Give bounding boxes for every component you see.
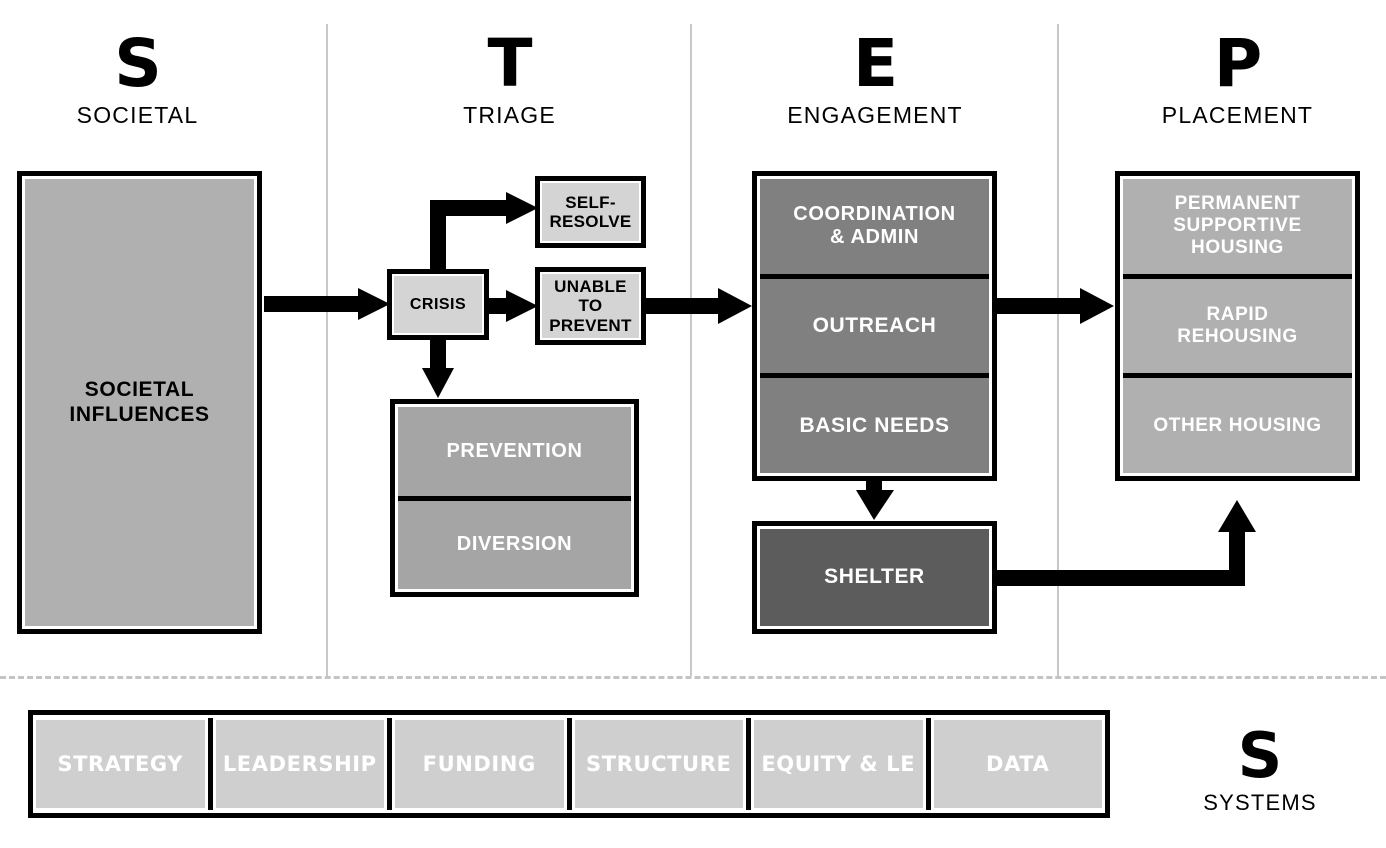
column-name-engagement: ENGAGEMENT: [787, 102, 963, 128]
system-cell-leadership-fill: [215, 720, 384, 808]
crisis-label: CRISIS: [409, 295, 467, 313]
system-label-leadership: LEADERSHIP: [222, 752, 377, 776]
system-label-equity: EQUITY & LE: [761, 752, 916, 776]
shelter-box[interactable]: SHELTER: [752, 521, 998, 635]
systems-name: SYSTEMS: [1203, 790, 1317, 815]
coordination-line2: & ADMIN: [829, 226, 919, 249]
prevention-diversion-group[interactable]: PREVENTION DIVERSION: [390, 399, 640, 598]
self-resolve-line2: RESOLVE: [549, 212, 632, 231]
societal-influences-inner: SOCIETAL INFLUENCES: [25, 179, 254, 626]
column-divider-3: [1057, 24, 1059, 676]
rrh-line1: RAPID: [1206, 303, 1269, 325]
placement-options-group[interactable]: PERMANENT SUPPORTIVE HOUSING RAPID REHOU…: [1115, 171, 1361, 482]
societal-influences-line2: INFLUENCES: [69, 402, 210, 426]
system-cell-data-fill: [933, 720, 1102, 808]
column-header-societal: S SOCIETAL: [40, 25, 235, 129]
prevention-cell[interactable]: PREVENTION: [398, 407, 631, 496]
coordination-line1: COORDINATION: [793, 203, 956, 226]
arrow-crisis-to-self-resolve: [430, 192, 538, 272]
other-housing-cell[interactable]: OTHER HOUSING: [1123, 373, 1352, 474]
coordination-admin-cell[interactable]: COORDINATION & ADMIN: [760, 179, 989, 274]
crisis-inner: CRISIS: [394, 276, 482, 333]
psh-line3: HOUSING: [1191, 237, 1284, 259]
system-label-data: DATA: [986, 752, 1050, 776]
system-cell-leadership[interactable]: LEADERSHIP: [207, 718, 388, 810]
system-cell-strategy[interactable]: STRATEGY: [33, 718, 208, 810]
arrow-basic-needs-to-shelter: [856, 476, 894, 520]
basic-needs-label: BASIC NEEDS: [799, 413, 950, 437]
column-name-triage: TRIAGE: [463, 102, 556, 128]
systems-bar: STRATEGY LEADERSHIP FUNDING STRUCTURE EQ…: [28, 710, 1111, 819]
column-letter-s: S: [114, 25, 162, 102]
column-letter-p: P: [1213, 25, 1262, 102]
systems-separator-line: [0, 676, 1386, 679]
column-letter-t: T: [487, 25, 532, 102]
column-header-engagement: E ENGAGEMENT: [760, 25, 990, 129]
column-name-societal: SOCIETAL: [76, 102, 199, 128]
other-housing-label: OTHER HOUSING: [1153, 414, 1322, 436]
shelter-inner: SHELTER: [760, 529, 989, 626]
rapid-rehousing-cell[interactable]: RAPID REHOUSING: [1123, 273, 1352, 374]
societal-influences-box[interactable]: SOCIETAL INFLUENCES: [17, 171, 263, 635]
societal-influences-line1: SOCIETAL: [84, 378, 195, 402]
shelter-cell: SHELTER: [760, 529, 989, 626]
diversion-cell[interactable]: DIVERSION: [398, 495, 631, 589]
psh-line1: PERMANENT: [1174, 193, 1301, 215]
system-label-strategy: STRATEGY: [57, 752, 184, 776]
self-resolve-inner: SELF- RESOLVE: [542, 183, 639, 241]
basic-needs-cell[interactable]: BASIC NEEDS: [760, 373, 989, 474]
arrow-shelter-to-placement: [995, 500, 1256, 586]
column-divider-1: [326, 24, 328, 676]
unable-to-prevent-box[interactable]: UNABLE TO PREVENT: [535, 267, 646, 345]
column-header-triage: T TRIAGE: [412, 25, 607, 129]
system-cell-structure-fill: [574, 720, 743, 808]
column-divider-2: [690, 24, 692, 676]
self-resolve-line1: SELF-: [565, 192, 616, 212]
arrow-unable-to-prevent-to-engagement: [644, 288, 752, 324]
arrow-crisis-to-prevention: [422, 336, 454, 398]
outreach-cell[interactable]: OUTREACH: [760, 273, 989, 374]
crisis-box[interactable]: CRISIS: [387, 269, 489, 340]
system-cell-equity-fill: [754, 720, 923, 808]
shelter-label: SHELTER: [824, 565, 925, 589]
system-cell-structure[interactable]: STRUCTURE: [566, 718, 747, 810]
psh-line2: SUPPORTIVE: [1173, 215, 1302, 237]
permanent-supportive-housing-cell[interactable]: PERMANENT SUPPORTIVE HOUSING: [1123, 179, 1352, 274]
systems-letter-s: S: [1237, 719, 1283, 792]
prevention-label: PREVENTION: [446, 439, 583, 462]
system-cell-equity[interactable]: EQUITY & LE: [746, 718, 926, 810]
unable-line2: TO: [578, 296, 603, 316]
system-cell-funding[interactable]: FUNDING: [387, 718, 567, 810]
arrow-engagement-to-placement: [995, 288, 1114, 324]
placement-options-inner: PERMANENT SUPPORTIVE HOUSING RAPID REHOU…: [1123, 179, 1352, 474]
unable-to-prevent-inner: UNABLE TO PREVENT: [542, 274, 639, 338]
system-label-structure: STRUCTURE: [586, 752, 732, 776]
column-letter-e: E: [852, 25, 898, 102]
column-name-placement: PLACEMENT: [1161, 102, 1314, 128]
system-cell-funding-fill: [395, 720, 564, 808]
unable-line3: PREVENT: [549, 315, 632, 335]
self-resolve-box[interactable]: SELF- RESOLVE: [535, 176, 646, 248]
arrow-crisis-to-unable-to-prevent: [488, 290, 538, 322]
system-label-funding: FUNDING: [422, 752, 536, 776]
prevention-diversion-inner: PREVENTION DIVERSION: [398, 407, 631, 589]
societal-influences-cell: SOCIETAL INFLUENCES: [25, 179, 254, 626]
system-cell-data[interactable]: DATA: [925, 718, 1106, 810]
diversion-label: DIVERSION: [456, 533, 573, 556]
system-cell-strategy-fill: [36, 720, 205, 808]
systems-legend: S SYSTEMS: [1170, 719, 1350, 816]
outreach-label: OUTREACH: [812, 313, 937, 337]
rrh-line2: REHOUSING: [1177, 326, 1298, 347]
unable-line1: UNABLE: [554, 277, 627, 297]
column-header-placement: P PLACEMENT: [1125, 25, 1350, 129]
engagement-services-inner: COORDINATION & ADMIN OUTREACH BASIC NEED…: [760, 179, 989, 474]
engagement-services-group[interactable]: COORDINATION & ADMIN OUTREACH BASIC NEED…: [752, 171, 998, 482]
